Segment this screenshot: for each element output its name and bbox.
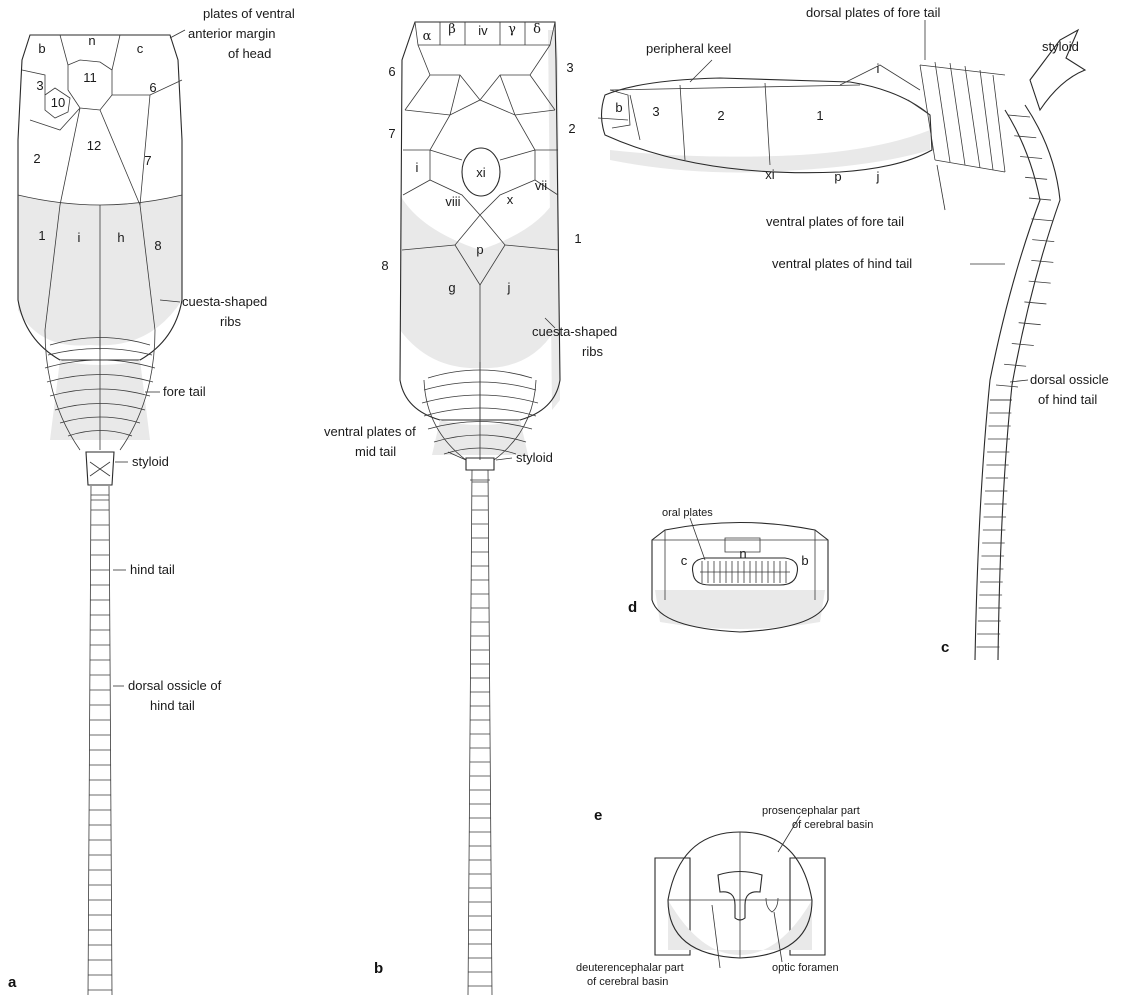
label-fore-tail: fore tail (163, 384, 206, 399)
tail-ossicle-line (1014, 136, 1036, 138)
label-ventral-margin-1: plates of ventral (203, 6, 295, 21)
label-cuesta-ribs-a-1: cuesta-shaped (182, 294, 267, 309)
label-prosencephalar-1: prosencephalar part (762, 805, 860, 817)
label-prosencephalar-2: of cerebral basin (792, 819, 873, 831)
plate-label: viii (445, 194, 460, 209)
label-ventral-plates-fore-tail: ventral plates of fore tail (766, 214, 904, 229)
plate-label: n (88, 33, 95, 48)
label-dorsal-ossicle-a-2: hind tail (150, 698, 195, 713)
plate-label: vii (535, 178, 547, 193)
plate-label: 8 (381, 258, 388, 273)
label-ventral-mid-tail-1: ventral plates of (324, 424, 416, 439)
plate-label: 1 (816, 108, 823, 123)
plate-label: 6 (388, 64, 395, 79)
plate-label: g (448, 280, 455, 295)
label-dorsal-plates-fore-tail: dorsal plates of fore tail (806, 5, 941, 20)
label-ventral-margin-3: of head (228, 46, 271, 61)
plate-label: 3 (36, 78, 43, 93)
plate-label: b (801, 553, 808, 568)
plate-label: 7 (388, 126, 395, 141)
plate-label: xi (476, 165, 486, 180)
label-dorsal-ossicle-a-1: dorsal ossicle of (128, 678, 222, 693)
tail-ossicle-line (1032, 240, 1054, 242)
plate-label: 11 (83, 70, 97, 85)
label-oral-plates: oral plates (662, 507, 713, 519)
panel-letter-b: b (374, 960, 383, 977)
plate-label: 3 (566, 60, 573, 75)
plate-label: γ (508, 22, 516, 37)
label-cuesta-ribs-b-1: cuesta-shaped (532, 324, 617, 339)
plate-label: 3 (652, 104, 659, 119)
plate-label: 12 (87, 138, 101, 153)
plate-label: i (416, 160, 419, 175)
plate-label: i (877, 61, 880, 76)
label-cuesta-ribs-b-2: ribs (582, 344, 603, 359)
plate-label: b (615, 100, 622, 115)
plate-label: 6 (149, 80, 156, 95)
plate-label: c (137, 41, 144, 56)
plate-label: c (681, 553, 688, 568)
label-ventral-plates-hind-tail: ventral plates of hind tail (772, 256, 912, 271)
panel-letter-a: a (8, 974, 17, 991)
label-styloid-b: styloid (516, 450, 553, 465)
plate-label: 2 (33, 151, 40, 166)
plate-label: xi (765, 167, 775, 182)
plate-label: j (876, 169, 880, 184)
plate-label: 2 (717, 108, 724, 123)
tail-ossicle-line (1031, 219, 1053, 221)
plate-label: β (448, 22, 456, 37)
tail-ossicle-line (996, 385, 1018, 387)
plate-label: 8 (154, 238, 161, 253)
tail-ossicle-line (1024, 302, 1046, 304)
panel-c-specimen (598, 30, 1085, 660)
panel-letter-e: e (594, 807, 602, 824)
plate-label: 7 (144, 153, 151, 168)
tail-ossicle-line (1012, 343, 1034, 345)
label-optic-foramen: optic foramen (772, 962, 839, 974)
tail-ossicle-line (1008, 115, 1030, 117)
plate-label: 2 (568, 121, 575, 136)
plate-label: 1 (574, 231, 581, 246)
plate-label: α (423, 29, 432, 44)
panel-e-specimen (655, 832, 825, 958)
plate-label: iv (478, 23, 488, 38)
label-deuterencephalar-1: deuterencephalar part (576, 962, 684, 974)
tail-ossicle-line (1025, 177, 1047, 179)
tail-ossicle-line (1019, 323, 1041, 325)
panel-e-annotations: prosencephalar part of cerebral basin de… (576, 805, 873, 988)
label-ventral-mid-tail-2: mid tail (355, 444, 396, 459)
tail-ossicle-line (1029, 281, 1051, 283)
label-styloid-a: styloid (132, 454, 169, 469)
plate-label: 1 (38, 228, 45, 243)
plate-label: p (834, 169, 841, 184)
label-deuterencephalar-2: of cerebral basin (587, 976, 668, 988)
plate-label: p (476, 242, 483, 257)
label-dorsal-ossicle-c-1: dorsal ossicle (1030, 372, 1109, 387)
plate-label: 10 (51, 95, 65, 110)
plate-label: h (117, 230, 124, 245)
label-dorsal-ossicle-c-2: of hind tail (1038, 392, 1097, 407)
plate-label: x (507, 192, 514, 207)
label-ventral-margin-2: anterior margin (188, 26, 275, 41)
label-peripheral-keel: peripheral keel (646, 41, 731, 56)
tail-ossicle-line (1031, 260, 1053, 262)
panel-letter-d: d (628, 599, 637, 616)
plate-label: i (78, 230, 81, 245)
label-cuesta-ribs-a-2: ribs (220, 314, 241, 329)
plate-label: δ (533, 22, 541, 37)
panel-a-specimen (18, 35, 182, 995)
plate-label: b (38, 41, 45, 56)
panel-d-specimen (652, 523, 828, 633)
panel-letter-c: c (941, 639, 949, 656)
label-styloid-c: styloid (1042, 39, 1079, 54)
label-hind-tail: hind tail (130, 562, 175, 577)
plate-label: n (739, 546, 746, 561)
plate-label: j (507, 280, 511, 295)
tail-ossicle-line (1020, 157, 1042, 159)
